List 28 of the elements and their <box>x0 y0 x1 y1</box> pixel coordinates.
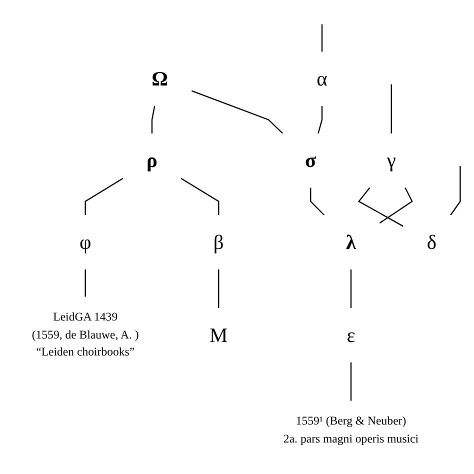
node-text: σ <box>305 150 316 172</box>
connector <box>379 188 413 224</box>
node-text: ρ <box>146 150 158 172</box>
node-text: ε <box>346 324 356 347</box>
connector <box>310 188 325 216</box>
connector <box>218 270 220 308</box>
node-text: Ω <box>152 68 168 91</box>
connector <box>350 362 352 402</box>
node-text: λ <box>346 231 356 254</box>
node-text: M <box>210 324 228 347</box>
node-text: LeidGA 1439 (1559, de Blauwe, A. ) “Leiden choirbooks” <box>32 311 139 360</box>
connector <box>191 90 284 134</box>
connector <box>151 106 156 134</box>
connector <box>84 270 86 298</box>
connector <box>321 24 323 52</box>
connector <box>390 84 392 134</box>
node-text: α <box>316 68 328 91</box>
node-text: β <box>213 231 224 254</box>
connector <box>350 270 352 308</box>
connector <box>318 106 323 134</box>
connector <box>358 188 404 228</box>
node-text: 1559¹ (Berg & Neuber) 2a. pars magni operis musici <box>283 415 419 446</box>
node-text: δ <box>426 231 436 254</box>
node-text: γ <box>386 150 396 172</box>
connector <box>450 166 461 216</box>
node-text: φ <box>79 231 92 254</box>
connector <box>180 178 220 216</box>
connector <box>84 178 124 216</box>
